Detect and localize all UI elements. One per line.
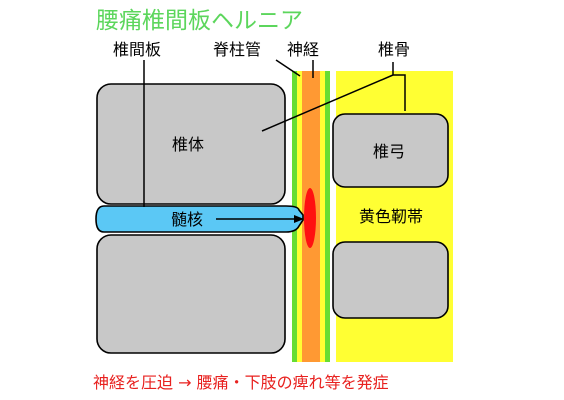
caption: 神経を圧迫 → 腰痛・下肢の痺れ等を発症 [93,373,389,392]
vertebral-arch-lower [332,241,449,319]
label-vertebra: 椎骨 [378,40,410,59]
label-nerve: 神経 [287,40,319,59]
label-spinal-canal: 脊柱管 [213,40,261,59]
leader-lines [143,59,406,207]
diagram-title: 腰痛椎間板ヘルニア [96,8,303,34]
herniation-ellipse [304,188,316,248]
nucleus-bar [95,205,304,233]
label-vertebral-arch: 椎弓 [373,142,405,161]
leader-vertebra [392,62,406,111]
nucleus-arrow [216,215,304,223]
leader-spinal-canal [275,59,301,77]
vertebral-arch-upper [332,113,449,188]
label-vertebral-body: 椎体 [172,135,204,154]
vertebral-body-lower [96,234,286,354]
label-ligament: 黄色靭帯 [359,207,423,226]
leader-vertebra-body [261,74,394,132]
label-nucleus: 髄核 [171,210,203,229]
label-disc: 椎間板 [113,40,161,59]
canal-yellow-right [320,71,325,362]
